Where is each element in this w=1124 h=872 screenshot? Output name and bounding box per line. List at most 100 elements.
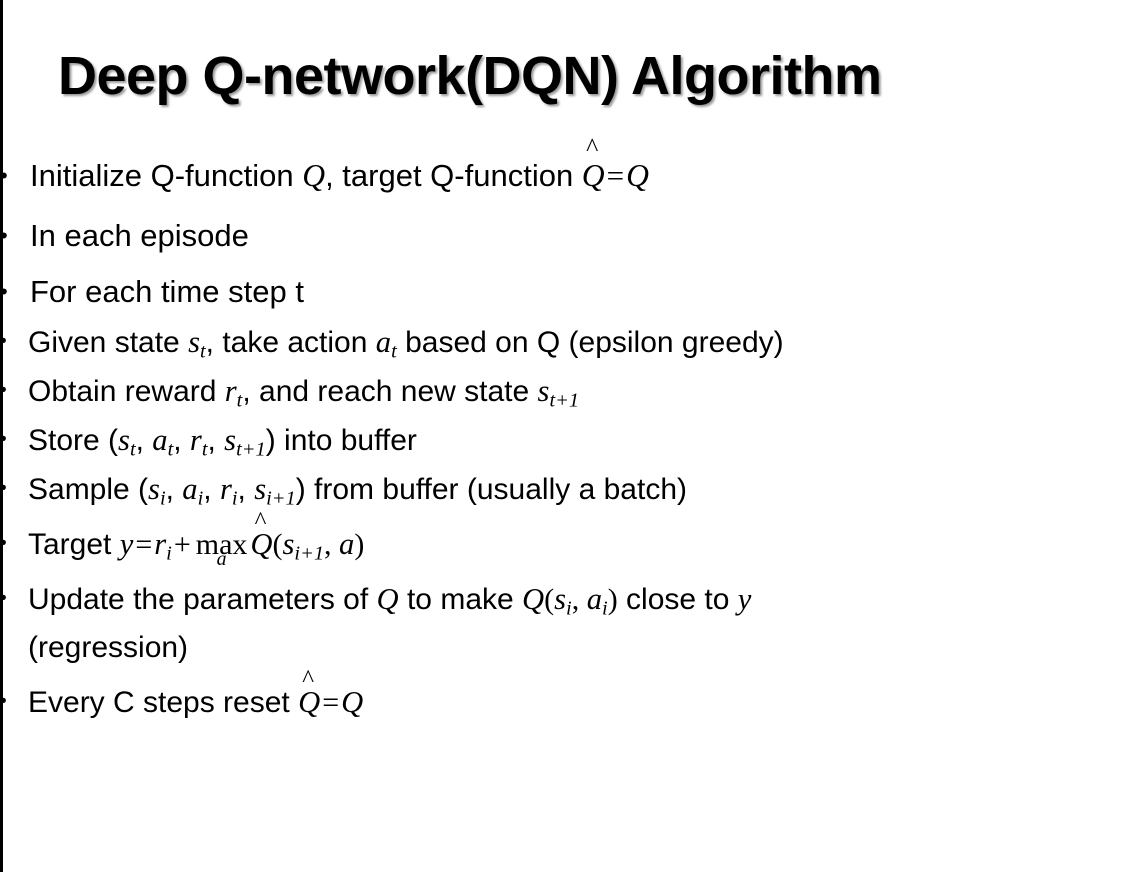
target-pre: Target [28, 528, 120, 561]
update-post: close to [617, 583, 738, 616]
bullet-for-each-time-step: • For each time step t [0, 266, 1124, 318]
bullet-obtain-reward: • Obtain reward rt, and reach new state … [0, 367, 918, 416]
update-s: s [554, 582, 567, 616]
every-c-qhat-letter: Q [298, 685, 321, 719]
given-state-sub-t2: t [391, 340, 397, 363]
max-label: max [195, 528, 248, 561]
initialize-var-q: Q [302, 158, 326, 193]
sample-sub-i3: i [231, 487, 238, 510]
sample-sub-i: i [159, 487, 166, 510]
bullet-marker-icon: • [0, 163, 8, 188]
bullet-update: • Update the parameters of Q to make Q(s… [0, 575, 918, 672]
target-r: r [154, 527, 167, 561]
bullet-given-state-text: Given state st, take action at based on … [28, 318, 918, 367]
update-close-paren: ) [607, 583, 618, 616]
bullet-marker-icon: • [0, 429, 7, 450]
bullet-list-level-3-container: • Given state st, take action at based o… [0, 318, 1124, 727]
bullet-marker-icon: • [0, 380, 7, 401]
given-state-post: based on Q (epsilon greedy) [396, 326, 784, 359]
bullet-every-c-steps: • Every C steps reset ^Q=Q [0, 667, 918, 727]
given-state-s: s [188, 325, 200, 359]
store-s: s [118, 423, 130, 457]
store-r: r [189, 423, 202, 457]
store-c3: , [207, 424, 225, 457]
update-y: y [737, 582, 752, 616]
update-a: a [586, 582, 603, 616]
bullet-for-each-time-step-text: For each time step t [30, 274, 304, 309]
bullet-list-level-1: • Initialize Q-function Q, target Q-func… [0, 134, 1124, 727]
store-s2: s [224, 423, 237, 457]
target-y: y [119, 527, 134, 561]
hat-accent-icon: ^ [586, 132, 599, 162]
sample-s: s [148, 472, 160, 506]
initialize-mid: , target Q-function [325, 158, 582, 193]
target-comma: , [324, 528, 340, 561]
target-sub-i: i [166, 542, 172, 565]
bullet-update-text: Update the parameters of Q to make Q(si,… [28, 575, 918, 672]
sample-c1: , [165, 473, 183, 506]
store-sub-t3: t [201, 438, 208, 461]
update-pre: Update the parameters of [28, 583, 377, 616]
update-sub-i2: i [602, 597, 608, 620]
initialize-var-q2: Q [626, 158, 649, 193]
every-c-q-hat: ^Q [298, 667, 321, 726]
target-close-paren: ) [354, 528, 365, 561]
bullet-marker-icon: • [0, 478, 7, 499]
bullet-store-text: Store (st, at, rt, st+1) into buffer [28, 416, 918, 465]
initialize-pre: Initialize Q-function [30, 158, 303, 193]
bullet-marker-icon: • [0, 279, 8, 304]
max-subscript: a [216, 547, 227, 570]
every-c-pre: Every C steps reset [28, 686, 299, 719]
bullet-initialize: • Initialize Q-function Q, target Q-func… [0, 134, 1124, 206]
bullet-marker-icon: • [0, 223, 8, 248]
sample-sub-i4: i+1 [266, 487, 296, 510]
store-c2: , [173, 424, 190, 457]
target-s: s [282, 527, 295, 561]
bullet-marker-icon: • [0, 533, 7, 554]
sample-c2: , [203, 473, 220, 506]
bullet-in-each-episode-text: In each episode [30, 218, 249, 253]
page-title: Deep Q-network(DQN) Algorithm [58, 46, 882, 106]
update-q2: Q [522, 582, 545, 616]
hat-accent-icon: ^ [254, 507, 267, 535]
bullet-list-level-2: • For each time step t • Given state st,… [0, 266, 1124, 727]
target-sub-i1: i+1 [294, 542, 325, 565]
obtain-reward-pre: Obtain reward [28, 375, 225, 408]
store-sub-t2: t [167, 438, 174, 461]
bullet-store: • Store (st, at, rt, st+1) into buffer [0, 416, 918, 465]
bullet-sample: • Sample (si, ai, ri, si+1) from buffer … [0, 465, 918, 514]
bullet-given-state: • Given state st, take action at based o… [0, 318, 918, 367]
store-c1: , [135, 424, 153, 457]
initialize-equals: = [606, 158, 625, 193]
obtain-reward-s: s [537, 374, 550, 408]
bullet-initialize-text: Initialize Q-function Q, target Q-functi… [30, 134, 1124, 206]
update-sub-i: i [566, 597, 572, 620]
store-sub-t4: t+1 [236, 438, 266, 461]
sample-a: a [182, 472, 198, 506]
given-state-a: a [375, 325, 392, 359]
bullet-marker-icon: • [0, 588, 7, 609]
initialize-q-hat: ^Q [582, 134, 605, 206]
update-comma: , [571, 583, 587, 616]
store-post: ) into buffer [265, 424, 417, 457]
sample-s2: s [254, 472, 267, 506]
obtain-reward-mid: , and reach new state [242, 375, 538, 408]
store-sub-t: t [129, 438, 136, 461]
sample-r: r [219, 472, 232, 506]
target-equals: = [135, 528, 153, 561]
sample-post: ) from buffer (usually a batch) [295, 473, 687, 506]
update-mid: to make [398, 583, 523, 616]
store-a: a [152, 423, 168, 457]
sample-c3: , [237, 473, 255, 506]
target-a: a [339, 527, 355, 561]
target-q-hat: ^Q [250, 509, 272, 568]
every-c-equals: = [322, 686, 340, 719]
given-state-pre: Given state [28, 326, 189, 359]
obtain-reward-sub-t1: t+1 [549, 389, 580, 412]
obtain-reward-r: r [224, 374, 237, 408]
hat-accent-icon: ^ [302, 665, 315, 693]
bullet-every-c-steps-text: Every C steps reset ^Q=Q [28, 667, 918, 727]
